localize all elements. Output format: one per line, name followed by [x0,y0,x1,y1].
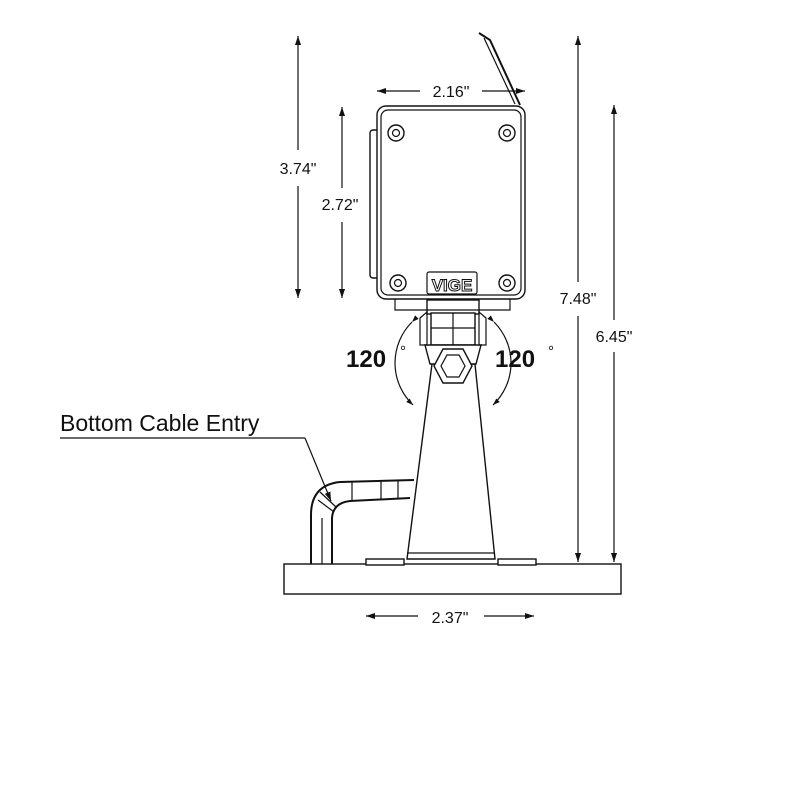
dimension-base-width: 2.37" [366,610,534,627]
brand-logo: VIGE [432,276,473,295]
dimension-mount-height: 6.45" [596,105,633,562]
dimension-outer-height-label: 3.74" [280,161,317,178]
swivel-joint [419,299,487,384]
callout-bottom-cable-entry: Bottom Cable Entry [60,410,332,502]
callout-label: Bottom Cable Entry [60,410,260,436]
angle-right-value: 120 [495,346,535,373]
junction-box: VIGE [369,105,526,311]
dimension-base-width-label: 2.37" [432,610,469,627]
screw-top-right [498,124,516,142]
dimension-box-height-label: 2.72" [322,197,359,214]
angle-left-value: 120 [346,346,386,373]
dimension-overall-height-label: 7.48" [560,291,597,308]
cable [310,479,415,564]
base-plate [283,558,622,595]
dimension-overall-height: 7.48" [560,36,597,562]
antenna-wire [478,32,521,106]
rotation-arc-right [487,315,512,406]
dimension-mount-height-label: 6.45" [596,329,633,346]
dimension-box-width: 2.16" [377,84,525,101]
angle-right-degree: ° [548,343,554,360]
rotation-arc-left [394,315,419,406]
hex-bolt [433,348,473,384]
dimension-outer-height: 3.74" [280,36,317,298]
screw-top-left [387,124,405,142]
screw-bottom-left [389,274,407,292]
dimension-box-height: 2.72" [322,107,359,298]
pedestal-stand [406,363,496,560]
screw-bottom-right [498,274,516,292]
dimension-box-width-label: 2.16" [433,84,470,101]
angle-left-degree: ° [400,343,406,360]
